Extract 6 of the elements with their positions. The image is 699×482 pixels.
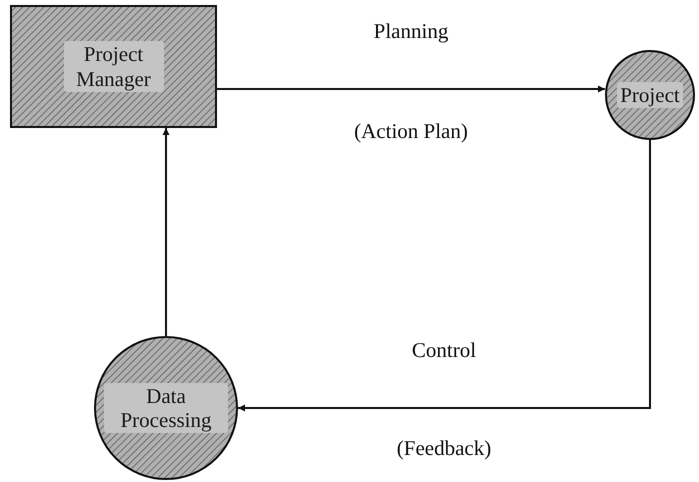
node-label: Data Processing [104, 382, 228, 434]
arrow [238, 140, 651, 412]
arrow [162, 128, 170, 336]
arrow [217, 86, 605, 92]
node-label: Project [617, 82, 683, 108]
node-label: Project Manager [64, 41, 164, 92]
